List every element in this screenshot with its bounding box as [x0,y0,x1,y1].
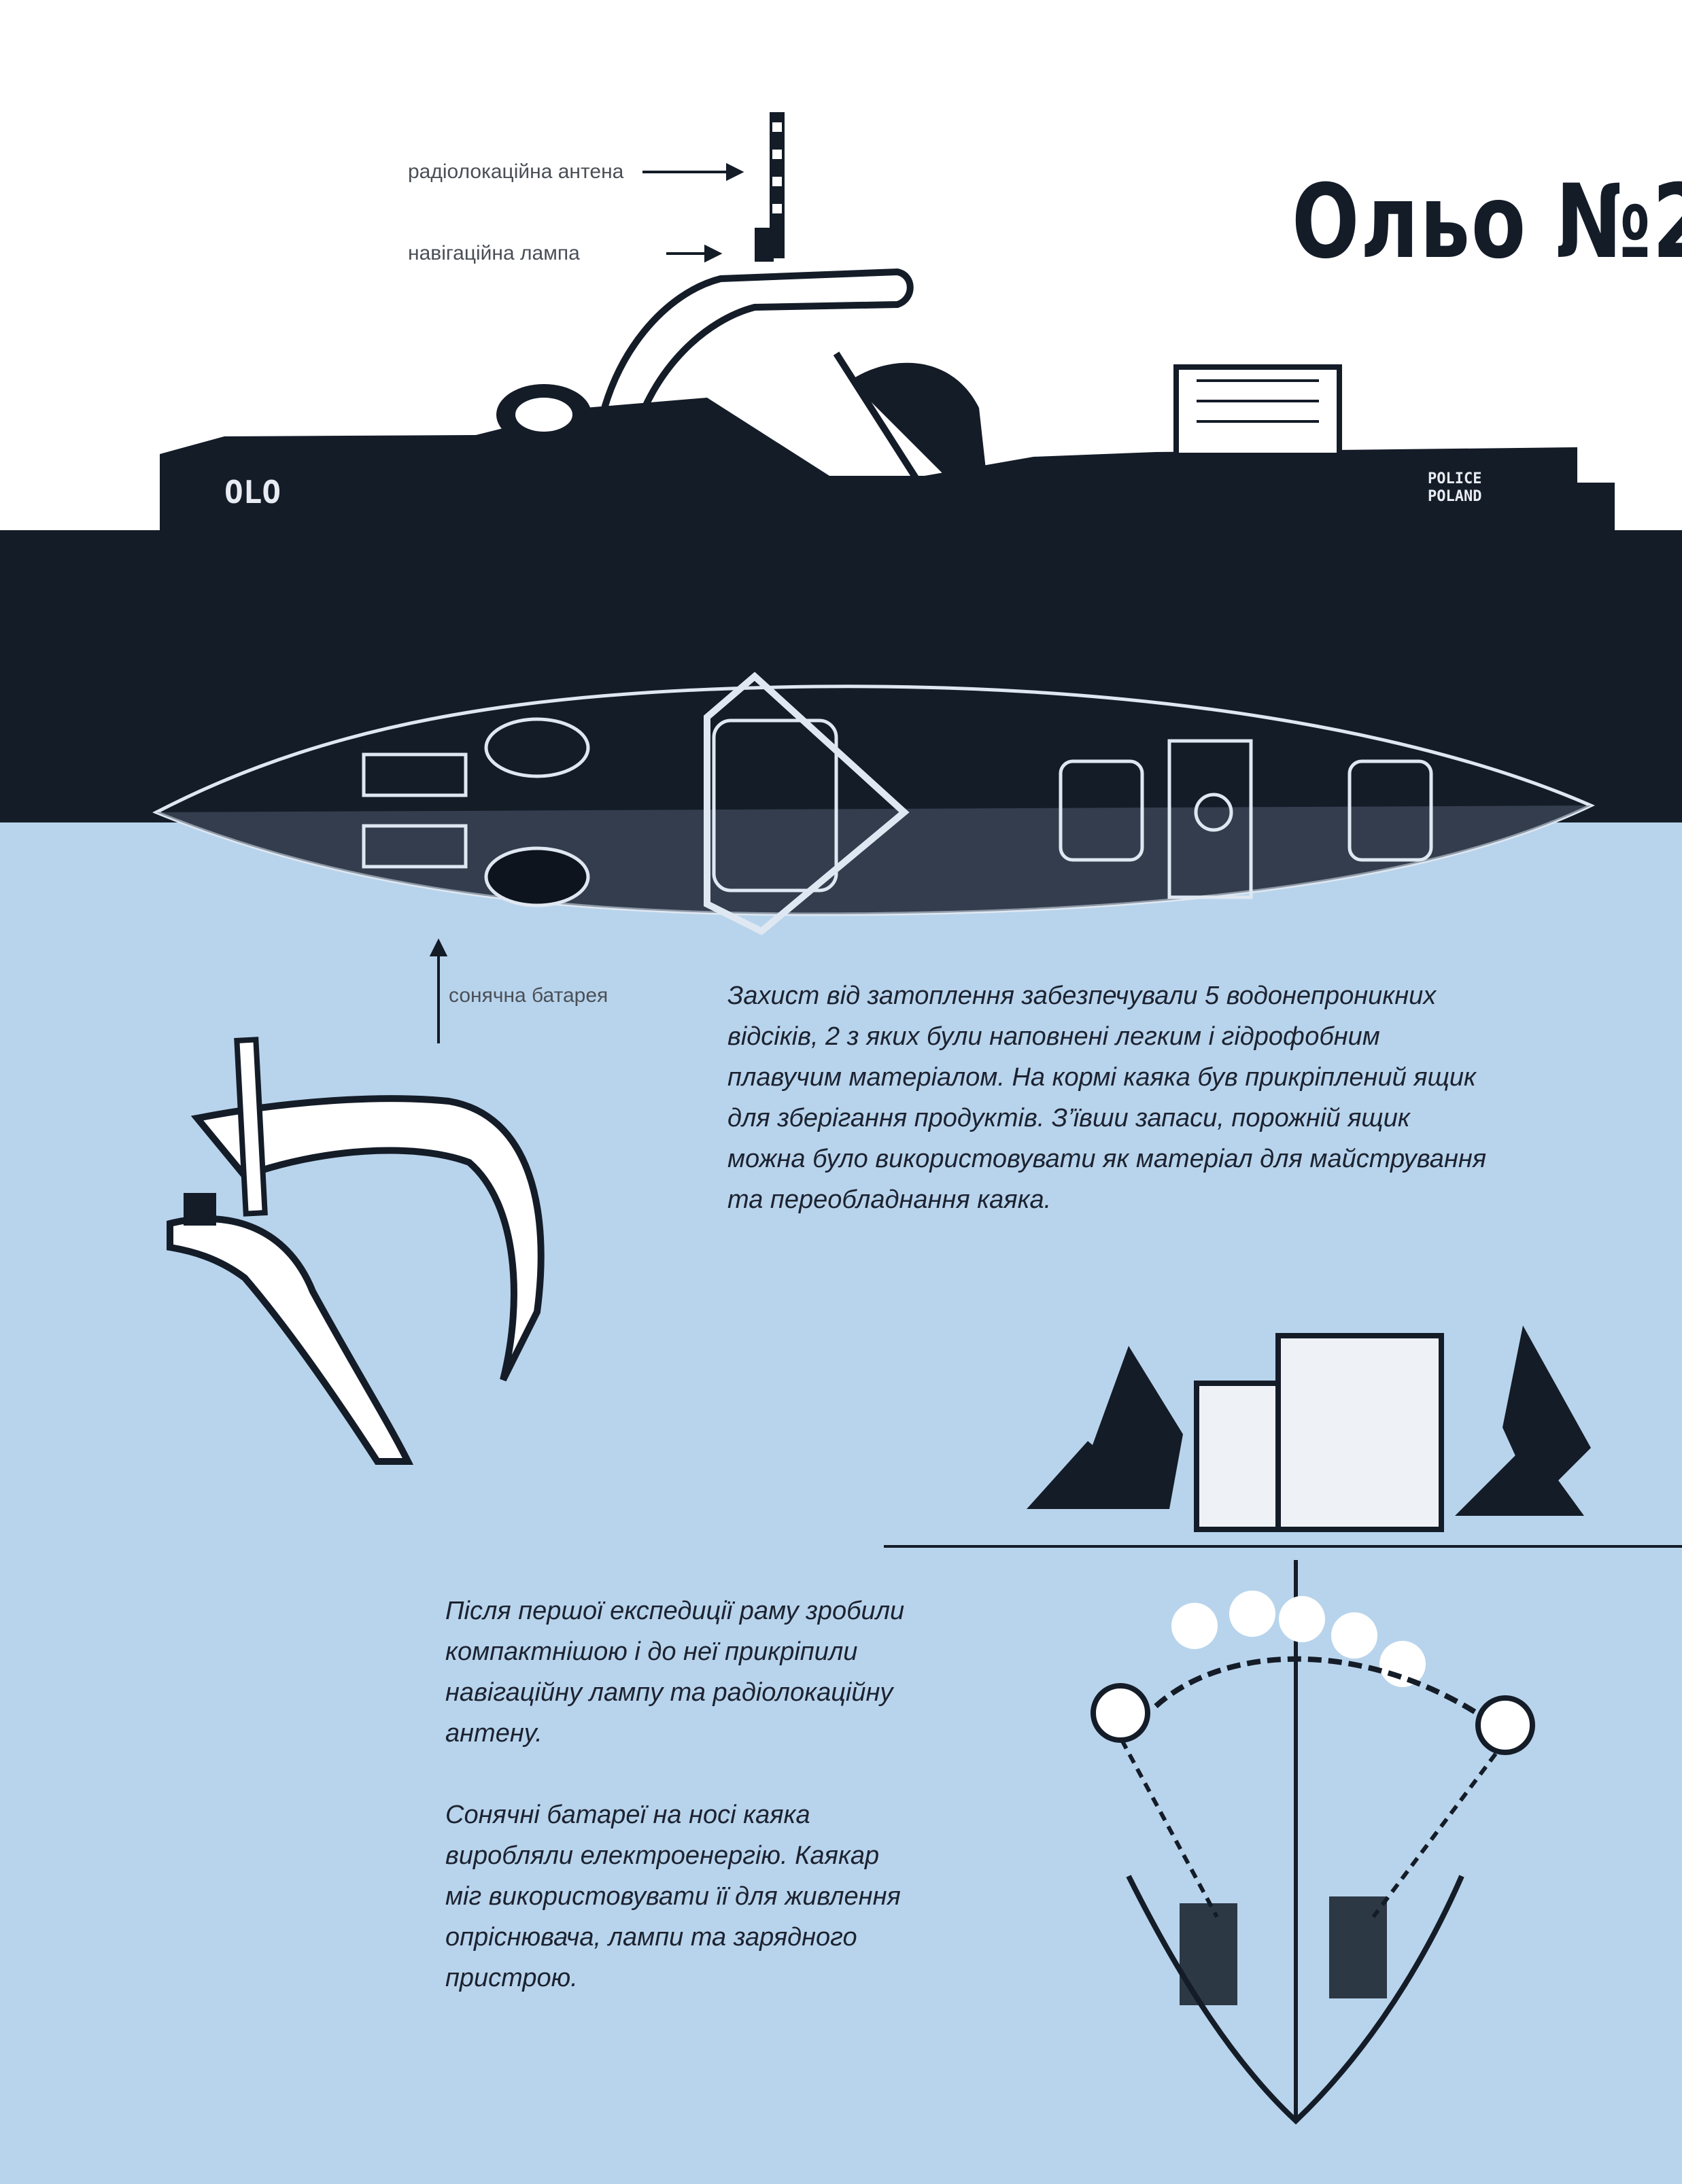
label-arrows [429,162,744,1043]
paragraph-line: можна було використовувати як матеріал д… [727,1145,1487,1173]
paragraph-compartments: Захист від затоплення забезпечували 5 во… [727,975,1486,1220]
paragraph-line: пристрою. [445,1964,578,1992]
antenna-mast [755,112,785,262]
label-nav-lamp: навігаційна лампа [408,242,580,264]
label-radar-antenna: радіолокаційна антена [408,160,624,183]
paragraph-line: Сонячні батареї на носі каяка [445,1801,810,1829]
label-solar-panel: сонячна батарея [449,984,608,1007]
kayak-side-view [160,268,1615,693]
hull-name: OLO [224,474,281,510]
food-box-sketch [884,1325,1682,1548]
paragraph-line: Після першої експедиції раму зробили [445,1597,905,1625]
paragraph-line: антену. [445,1719,543,1748]
paragraph-line: та переобладнання каяка. [727,1185,1052,1214]
paragraph-line: опріснювача, лампи та зарядного [445,1923,857,1952]
paragraph-line: виробляли електроенергію. Каякар [445,1841,880,1870]
paragraph-line: навігаційну лампу та радіолокаційну [445,1678,893,1707]
kayak-top-view [152,672,1596,935]
hull-police-line2: POLAND [1428,488,1482,505]
paragraph-solar: Сонячні батареї на носі каяка виробляли … [445,1795,901,1998]
paragraph-line: для зберігання продуктів. З’ївши запаси,… [727,1104,1410,1132]
hull-police-line1: POLICE [1428,470,1482,487]
paragraph-line: плавучим матеріалом. На кормі каяка був … [727,1063,1476,1092]
paragraph-line: міг використовувати її для живлення [445,1882,901,1911]
paragraph-line: компактнішою і до неї прикріпили [445,1637,858,1666]
lamp-solar-diagram [1091,1560,1535,2125]
paragraph-frame: Після першої експедиції раму зробили ком… [445,1591,904,1754]
page-title: Ольо №2 [1292,163,1682,281]
frame-sketch [167,1037,545,1465]
paragraph-line: Захист від затоплення забезпечували 5 во… [727,982,1437,1010]
paragraph-line: відсіків, 2 з яких були наповнені легким… [727,1022,1380,1051]
